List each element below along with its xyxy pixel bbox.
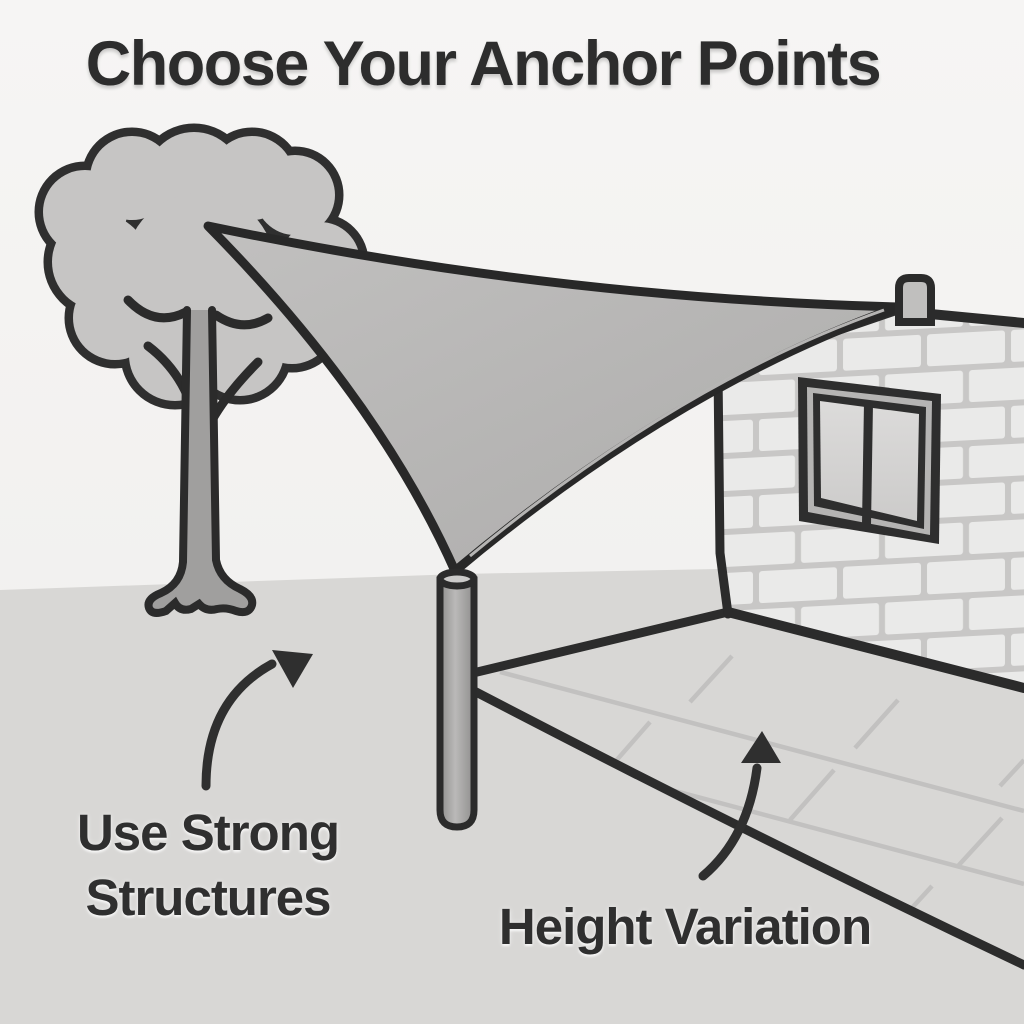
label-use-strong-structures: Use Strong Structures — [8, 800, 408, 930]
shade-sail — [203, 221, 904, 576]
wall-corner-edge — [713, 366, 733, 619]
patio-far-edge — [443, 607, 733, 684]
arrow-to-strong-structures — [201, 650, 313, 791]
sail-highlight — [469, 308, 885, 558]
arrowhead — [741, 731, 781, 763]
anchor-pole — [436, 568, 478, 831]
window-mullion — [862, 402, 873, 525]
label-height-variation: Height Variation — [498, 898, 872, 955]
wall-anchor-post — [895, 274, 935, 326]
wall-window — [798, 377, 941, 544]
wall-base-edge — [723, 607, 1024, 693]
canopy-scallop-lines — [123, 295, 273, 330]
page-title: Choose Your Anchor Points — [85, 29, 882, 99]
arrow-to-height-variation — [698, 731, 781, 881]
label-line-1: Use Strong — [76, 804, 340, 861]
arrowhead — [272, 650, 313, 688]
tree-trunk — [144, 306, 257, 617]
label-line-2: Structures — [85, 869, 331, 926]
